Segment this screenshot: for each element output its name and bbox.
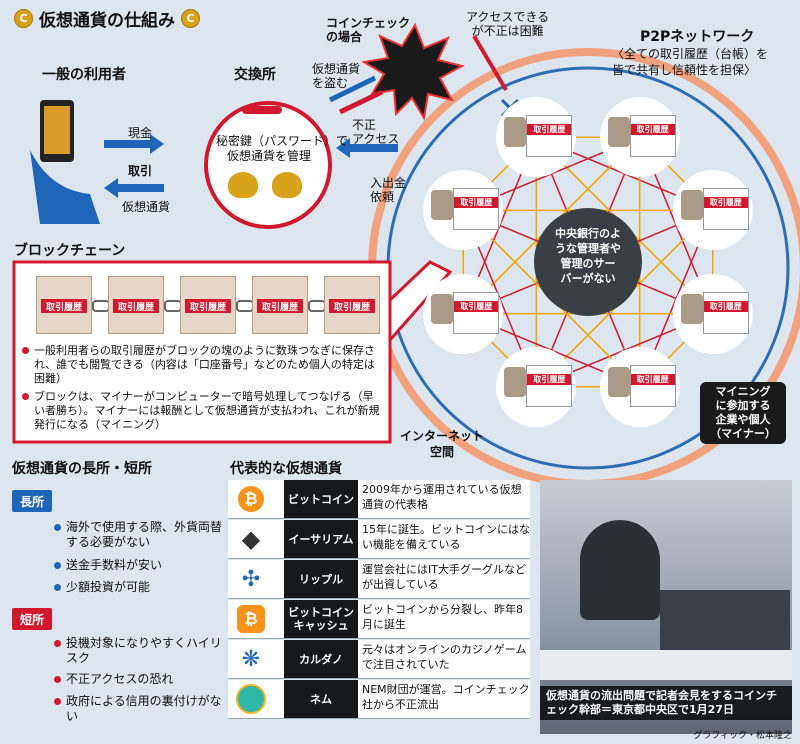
coincheck-case-label: コインチェック の場合 <box>326 16 411 44</box>
history-ledger: 取引履歴 <box>629 364 676 407</box>
coin-icon: C <box>181 9 200 28</box>
purse-icon <box>272 172 302 198</box>
deposit-label: 入出金 依頼 <box>370 176 407 204</box>
currencies-title: 代表的な仮想通貨 <box>230 461 342 477</box>
robot-icon <box>504 117 527 148</box>
chain-block: 取引履歴 <box>36 276 92 334</box>
ripple-icon: ✣ <box>241 566 261 592</box>
cash-label: 現金 <box>128 126 153 140</box>
p2p-node: 取引履歴 <box>496 97 577 178</box>
cons-item: 政府による信用の裏付けがない <box>54 694 224 724</box>
p2p-node: 取引履歴 <box>672 273 753 354</box>
nem-icon <box>228 680 274 718</box>
virtual-currency-label: 仮想通貨 <box>122 200 171 214</box>
bitcoin-icon: ₿ <box>228 480 274 518</box>
cardano-icon: ❋ <box>241 646 261 672</box>
bitcoin-cash-icon: ₿ <box>228 600 274 638</box>
key-icon <box>242 106 282 114</box>
pros-item: 少額投資が可能 <box>54 580 224 595</box>
robot-icon <box>607 117 630 148</box>
blockchain-text-2: ブロックは、マイナーがコンピューターで暗号処理してつなげる（早い者勝ち）。マイナ… <box>22 390 384 432</box>
p2p-node: 取引履歴 <box>423 273 504 354</box>
robot-icon <box>680 190 703 221</box>
p2p-desc: 〈全ての取引履歴（台帳）を 皆で共有し信頼性を担保〉 <box>612 47 769 77</box>
cons-label: 短所 <box>12 608 52 630</box>
pros-label: 長所 <box>12 490 52 512</box>
history-ledger: 取引履歴 <box>453 188 500 231</box>
history-ledger: 取引履歴 <box>526 115 573 158</box>
robot-icon <box>504 366 527 397</box>
internet-label: インターネット 空間 <box>400 429 485 459</box>
chain-block: 取引履歴 <box>180 276 236 334</box>
trade-label: 取引 <box>128 164 153 178</box>
pros-item: 海外で使用する際、外貨両替する必要がない <box>54 520 224 550</box>
illegal-access-label: 不正 アクセス <box>352 118 400 146</box>
currency-row: ₿ ビットコイン キャッシュ ビットコインから分裂し、昨年8月に誕生 <box>228 600 530 639</box>
cons-item: 不正アクセスの恐れ <box>54 672 224 687</box>
graphic-credit: グラフィック・松本隆之 <box>693 731 792 741</box>
chain-block: 取引履歴 <box>252 276 308 334</box>
p2p-node: 取引履歴 <box>423 170 504 251</box>
stolen-label: 仮想通貨 を盗む <box>312 62 361 90</box>
purse-icon <box>228 172 258 198</box>
history-ledger: 取引履歴 <box>629 115 676 158</box>
p2p-title: P2Pネットワーク <box>640 29 755 45</box>
general-user-label: 一般の利用者 <box>42 67 126 83</box>
page-title: C 仮想通貨の仕組み C <box>14 6 200 31</box>
press-conference-photo <box>540 480 792 734</box>
pros-item: 送金手数料が安い <box>54 558 224 573</box>
secret-key-label: 秘密鍵（パスワード）で 仮想通貨を管理 <box>216 134 349 163</box>
title-text: 仮想通貨の仕組み <box>39 11 175 31</box>
photo-caption: 仮想通貨の流出問題で記者会見をするコインチェック幹部＝東京都中央区で1月27日 <box>540 686 792 720</box>
robot-icon <box>607 366 630 397</box>
history-ledger: 取引履歴 <box>453 291 500 334</box>
chain-block: 取引履歴 <box>108 276 164 334</box>
central-bank-label: 中央銀行のよ うな管理者や 管理のサー バーがない <box>555 227 621 285</box>
currency-row: ✣ リップル 運営会社にはIT大手グーグルなどが出資している <box>228 560 530 599</box>
history-ledger: 取引履歴 <box>702 188 749 231</box>
currency-row: ◆ イーサリアム 15年に誕生。ビットコインにはない機能を備えている <box>228 520 530 559</box>
blockchain-title: ブロックチェーン <box>14 243 126 259</box>
coin-icon: C <box>14 9 33 28</box>
access-possible-label: アクセスできる が不正は困難 <box>466 10 550 38</box>
miners-label: マイニング に参加する 企業や個人 （マイナー） <box>700 382 786 444</box>
blockchain-text-1: 一般利用者らの取引履歴がブロックの塊のように数珠つなぎに保存され、誰でも閲覧でき… <box>22 344 384 386</box>
p2p-node: 取引履歴 <box>496 346 577 427</box>
exchange-label: 交換所 <box>234 67 276 83</box>
ethereum-icon: ◆ <box>241 525 261 553</box>
history-ledger: 取引履歴 <box>702 291 749 334</box>
currency-row: ₿ ビットコイン 2009年から運用されている仮想通貨の代表格 <box>228 480 530 519</box>
robot-icon <box>431 293 454 324</box>
currency-row: ネム NEM財団が運営。コインチェック社から不正流出 <box>228 680 530 719</box>
p2p-node: 取引履歴 <box>599 346 680 427</box>
pros-cons-title: 仮想通貨の長所・短所 <box>12 461 152 477</box>
chain-block: 取引履歴 <box>324 276 380 334</box>
history-ledger: 取引履歴 <box>526 364 573 407</box>
currency-row: ❋ カルダノ 元々はオンラインのカジノゲームで注目されていた <box>228 640 530 679</box>
robot-icon <box>431 190 454 221</box>
robot-icon <box>680 293 703 324</box>
p2p-node: 取引履歴 <box>599 97 680 178</box>
cons-item: 投機対象になりやすくハイリスク <box>54 636 224 666</box>
p2p-node: 取引履歴 <box>672 170 753 251</box>
